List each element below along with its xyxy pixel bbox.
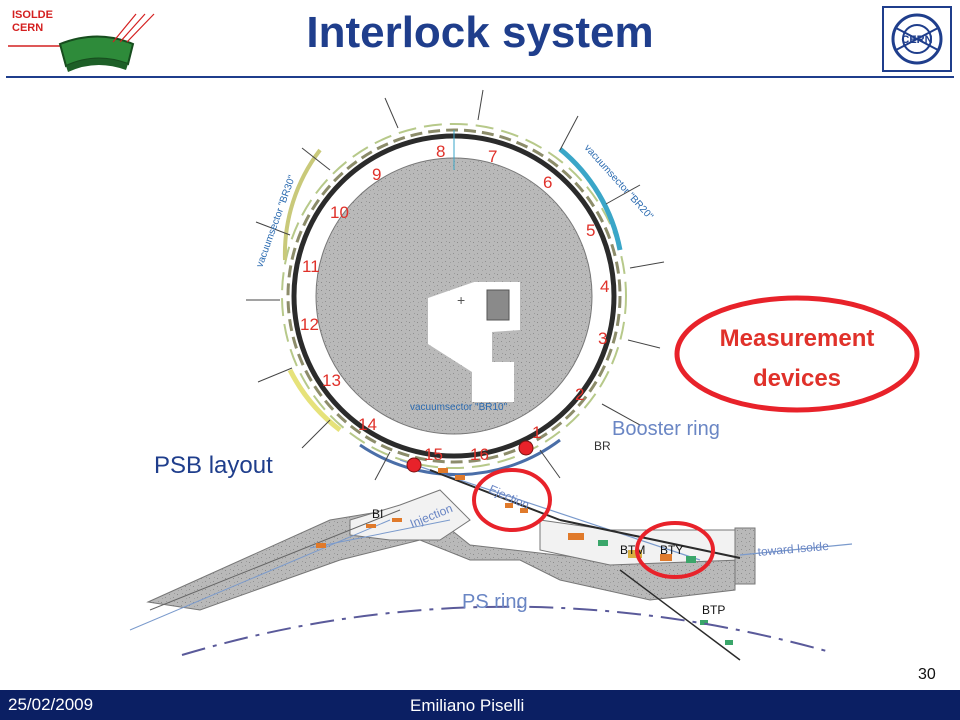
- sector-number: 3: [598, 329, 607, 348]
- footer-date: 25/02/2009: [8, 695, 94, 714]
- sector-number: 6: [543, 173, 552, 192]
- br-label: BR: [594, 439, 611, 453]
- sector-number: 10: [330, 203, 349, 222]
- logo-isolde-text: ISOLDE: [12, 9, 53, 21]
- beamline-elements: [316, 468, 733, 645]
- measurement-label-line2: devices: [753, 365, 841, 392]
- vacuum-sector-br30-label: vacuumsector "BR30": [254, 174, 298, 269]
- bi-label: BI: [372, 507, 383, 521]
- title-divider: [6, 76, 954, 78]
- psb-layout-label: PSB layout: [154, 452, 273, 479]
- isolde-cern-logo: ISOLDE CERN: [8, 4, 168, 74]
- bty-building: [734, 527, 756, 585]
- footer-author: Emiliano Piselli: [410, 696, 525, 715]
- sector-number: 9: [372, 165, 381, 184]
- sector-number: 7: [488, 147, 497, 166]
- cern-logo: CERN: [882, 6, 952, 72]
- btp-label: BTP: [702, 603, 725, 617]
- ring-sector-ticks: [246, 89, 665, 481]
- sector-number: 1: [532, 423, 541, 442]
- sector-number: 5: [586, 221, 595, 240]
- sector-number: 2: [575, 385, 584, 404]
- injection-hall: [349, 489, 471, 541]
- sector-number: 11: [302, 257, 320, 276]
- measurement-marker: [518, 440, 534, 456]
- svg-text:+: +: [457, 292, 465, 308]
- bty-label: BTY: [660, 543, 683, 557]
- ejection-highlight-circle: [472, 468, 552, 532]
- sector-number: 13: [322, 371, 341, 390]
- sector-number: 14: [358, 415, 377, 434]
- logo-cern-text: CERN: [12, 22, 43, 34]
- sector-number: 12: [300, 315, 319, 334]
- ps-ring-label: PS ring: [462, 591, 528, 613]
- bty-highlight-circle: [635, 521, 715, 579]
- sector-number: 15: [424, 445, 443, 464]
- cern-logo-text: CERN: [901, 34, 932, 46]
- sector-number: 4: [600, 277, 609, 296]
- toward-isolde-label: toward Isolde: [757, 539, 830, 559]
- central-shaft: [486, 289, 510, 321]
- ps-ring-arc: [181, 605, 831, 656]
- sector-numbers: 1 2 3 4 5 6 7 8 9 10 11 12 13 14 15 16: [300, 142, 609, 464]
- booster-ring-label: Booster ring: [612, 418, 720, 440]
- sector-number: 16: [470, 445, 489, 464]
- footer-bar: 25/02/2009 Emiliano Piselli: [0, 690, 960, 720]
- page-number: 30: [918, 666, 936, 683]
- vacuum-sector-br10-label: vacuumsector "BR10": [410, 402, 508, 413]
- psb-layout-diagram: +: [129, 89, 920, 661]
- page-title: Interlock system: [306, 8, 654, 57]
- measurement-label-line1: Measurement: [720, 325, 875, 352]
- sector-number: 8: [436, 142, 445, 161]
- measurement-devices-callout: [674, 295, 920, 413]
- btm-label: BTM: [620, 543, 645, 557]
- measurement-marker: [406, 457, 422, 473]
